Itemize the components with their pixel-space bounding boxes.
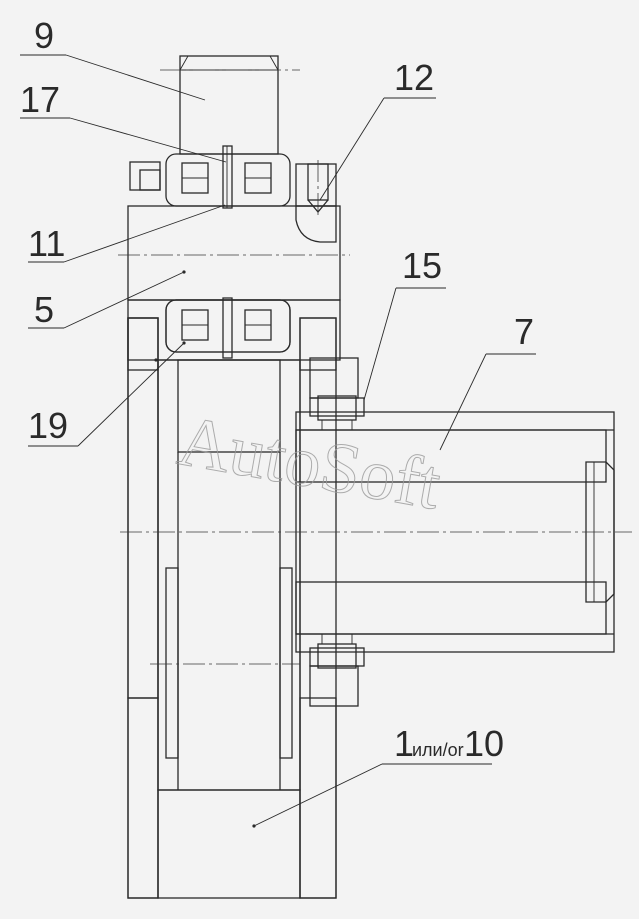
gear-9	[160, 55, 300, 155]
watermark: AutoSoft	[172, 400, 446, 525]
bearing-housing-lower	[127, 297, 341, 361]
shaft-5	[118, 205, 350, 301]
label-11: 11	[28, 223, 65, 264]
label-5: 5	[34, 289, 54, 330]
setscrew-12	[295, 160, 337, 243]
label-19: 19	[28, 405, 68, 446]
label-17: 17	[20, 79, 60, 120]
label-12: 12	[394, 57, 434, 98]
label-9: 9	[34, 15, 54, 56]
bolt-15-top	[309, 357, 365, 430]
leader-lines	[20, 54, 536, 827]
bearing-cap-top	[165, 145, 291, 209]
label-7: 7	[514, 311, 534, 352]
label-1-sub: или/or	[412, 740, 464, 760]
label-15: 15	[402, 245, 442, 286]
bolt-15-bottom	[309, 634, 365, 707]
frame-flange-top	[129, 161, 161, 191]
label-1: 1	[394, 723, 414, 764]
frame-body	[127, 317, 337, 899]
label-10: 10	[464, 723, 504, 764]
output-shaft-7	[120, 411, 632, 653]
